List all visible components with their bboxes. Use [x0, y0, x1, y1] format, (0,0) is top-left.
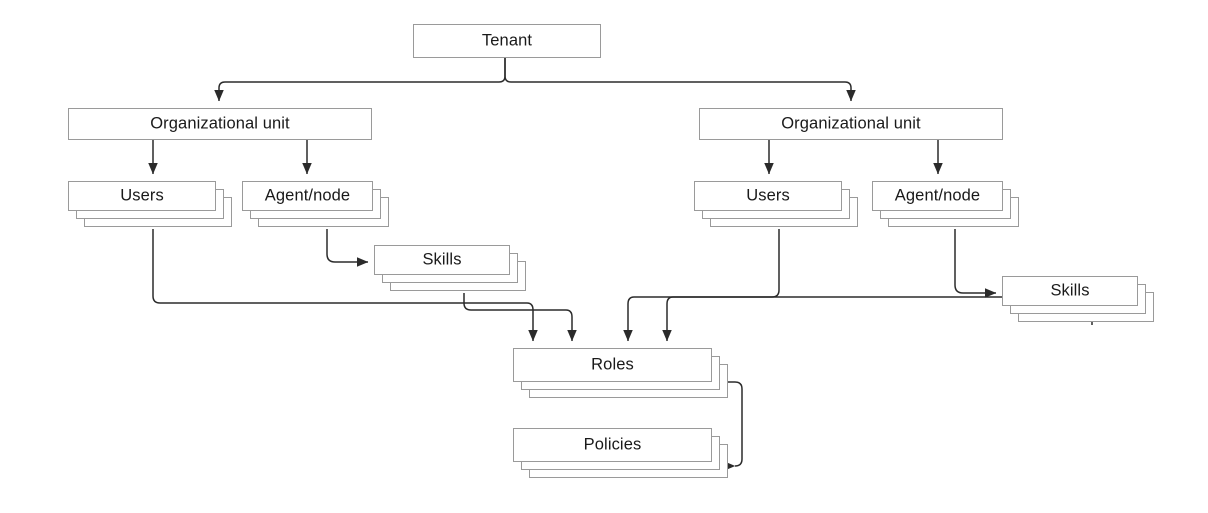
edge-skillsleft-to-roles	[463, 293, 577, 342]
node-org-unit-left-card: Organizational unit	[68, 108, 372, 140]
node-users-right-label: Users	[746, 186, 790, 205]
node-agent-node-left-card: Agent/node	[242, 181, 373, 211]
node-policies-card: Policies	[513, 428, 712, 462]
node-org-unit-right-label: Organizational unit	[781, 114, 921, 133]
node-skills-right-card: Skills	[1002, 276, 1138, 306]
node-agent-node-right[interactable]: Agent/node	[872, 181, 1019, 229]
node-agent-node-right-label: Agent/node	[894, 186, 981, 205]
node-org-unit-right-card: Organizational unit	[699, 108, 1003, 140]
node-skills-left[interactable]: Skills	[374, 245, 526, 293]
node-skills-left-card: Skills	[374, 245, 510, 275]
node-skills-right-label: Skills	[1050, 281, 1090, 300]
node-users-right-card: Users	[694, 181, 842, 211]
node-roles[interactable]: Roles	[513, 348, 728, 400]
node-org-unit-right[interactable]: Organizational unit	[699, 108, 1003, 140]
edge-agentright-to-skills	[954, 229, 997, 298]
node-roles-card: Roles	[513, 348, 712, 382]
edge-tenant-to-org-right	[504, 57, 856, 102]
node-policies[interactable]: Policies	[513, 428, 728, 480]
node-users-right[interactable]: Users	[694, 181, 858, 229]
node-policies-label: Policies	[583, 435, 642, 454]
node-org-unit-left[interactable]: Organizational unit	[68, 108, 372, 140]
node-skills-left-label: Skills	[422, 250, 462, 269]
node-tenant-label: Tenant	[481, 31, 533, 50]
node-agent-node-left-label: Agent/node	[264, 186, 351, 205]
node-users-left-label: Users	[120, 186, 164, 205]
node-org-unit-left-label: Organizational unit	[150, 114, 290, 133]
node-agent-node-right-card: Agent/node	[872, 181, 1003, 211]
node-tenant[interactable]: Tenant	[413, 24, 601, 58]
node-skills-right[interactable]: Skills	[1002, 276, 1154, 324]
node-users-left-card: Users	[68, 181, 216, 211]
edge-tenant-to-org-left	[214, 57, 506, 102]
edge-usersright-to-roles	[623, 229, 780, 342]
node-users-left[interactable]: Users	[68, 181, 232, 229]
node-tenant-card: Tenant	[413, 24, 601, 58]
node-agent-node-left[interactable]: Agent/node	[242, 181, 389, 229]
edge-roles-to-policies	[728, 381, 747, 471]
node-roles-label: Roles	[591, 355, 634, 374]
edge-agentleft-to-skills	[326, 229, 369, 267]
